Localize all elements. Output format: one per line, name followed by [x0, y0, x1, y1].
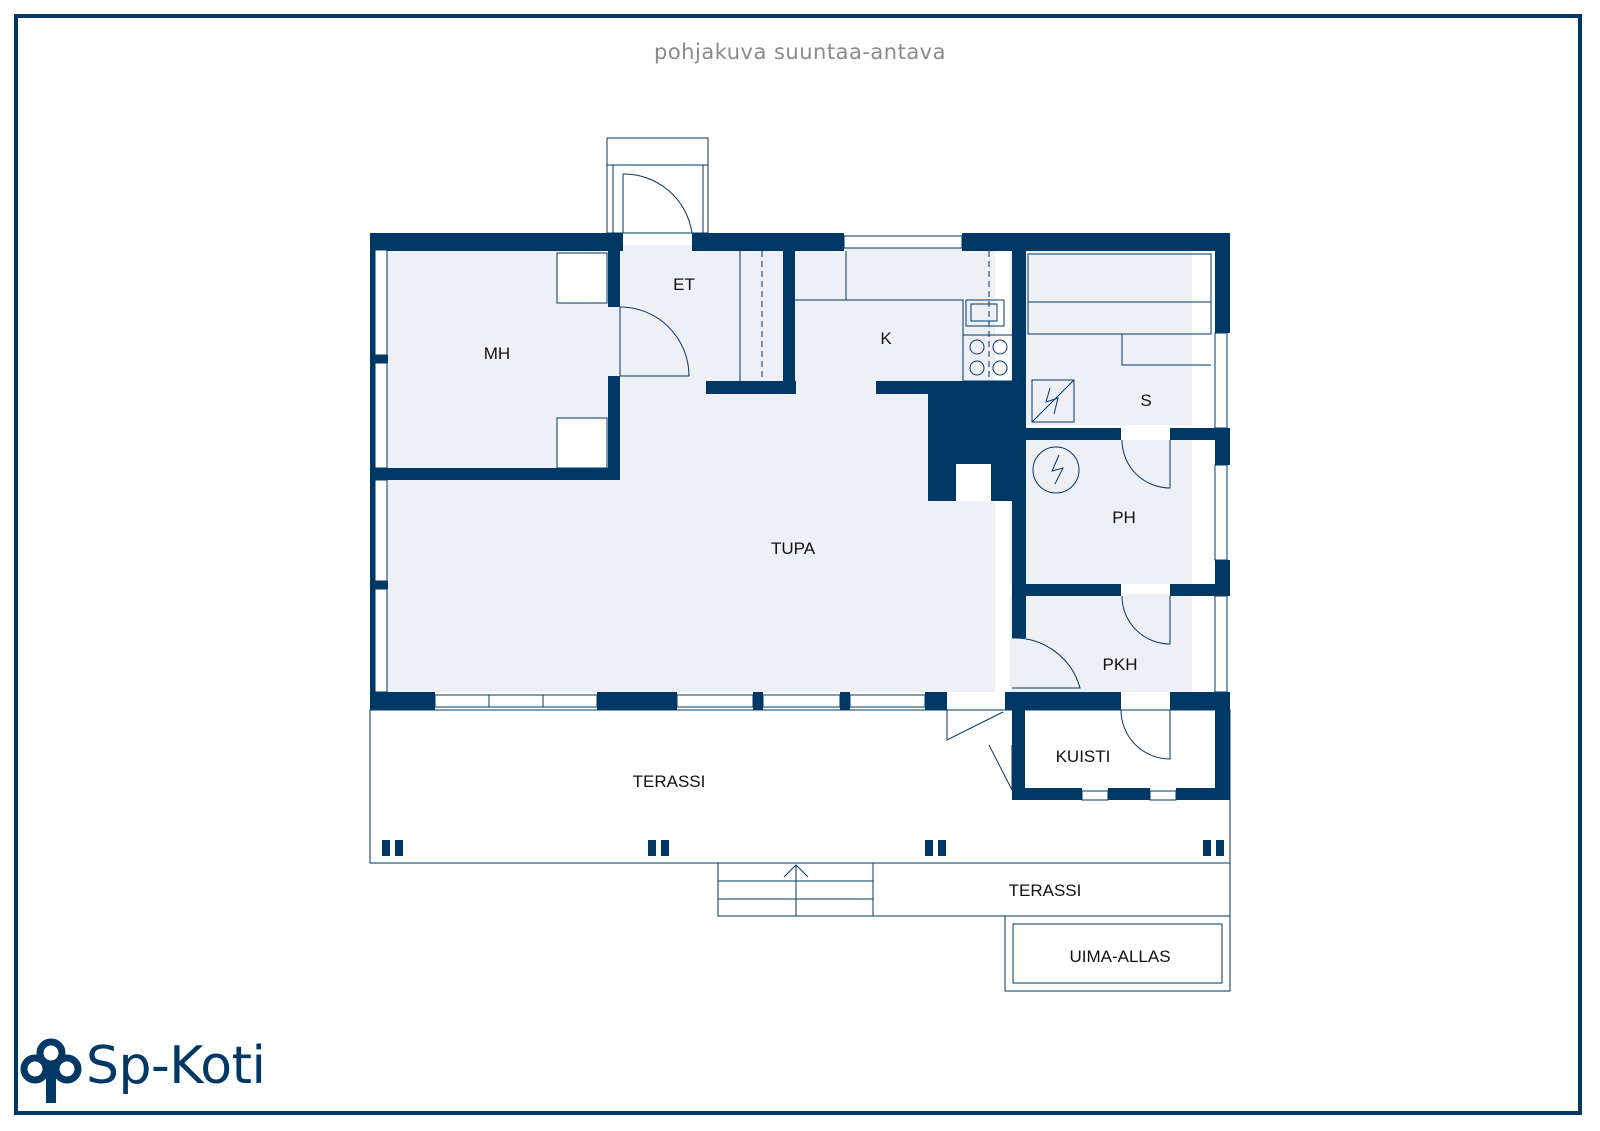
room-label-mh: MH: [484, 344, 510, 363]
room-label-et: ET: [673, 275, 695, 294]
room-labels: MH ET K S TUPA PH PKH KUISTI TERASSI TER…: [484, 275, 1171, 966]
brand-name: Sp-Koti: [86, 1036, 266, 1096]
fixtures: [556, 251, 1212, 501]
windows: [374, 235, 1228, 801]
room-label-kuisti: KUISTI: [1056, 747, 1111, 766]
terrace-columns: [382, 840, 1224, 856]
room-label-tupa: TUPA: [771, 539, 816, 558]
room-label-pkh: PKH: [1103, 655, 1138, 674]
room-label-terassi-lower: TERASSI: [1009, 881, 1082, 900]
doors: [619, 306, 1171, 791]
room-label-uima-allas: UIMA-ALLAS: [1069, 947, 1170, 966]
outline-lines: [369, 137, 1231, 992]
room-label-k: K: [880, 329, 892, 348]
disclaimer-subtitle: pohjakuva suuntaa-antava: [654, 40, 946, 64]
room-floors: [377, 245, 1192, 692]
page-frame: [14, 14, 1582, 1115]
room-label-ph: PH: [1112, 508, 1136, 527]
room-label-terassi-main: TERASSI: [633, 772, 706, 791]
walls: [370, 233, 1230, 800]
sp-koti-tree-logo-icon: [20, 1038, 82, 1103]
room-label-s: S: [1140, 391, 1151, 410]
